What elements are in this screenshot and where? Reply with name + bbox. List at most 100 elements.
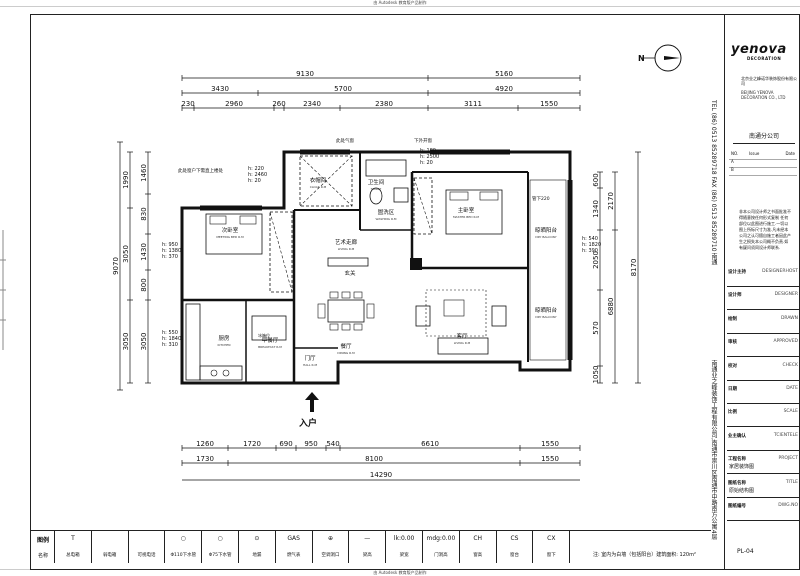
height-line: h: 370 [162, 254, 178, 260]
legend-item: 可视电话 [129, 531, 166, 563]
height-line: h: 310 [162, 342, 178, 348]
legend-label: 梁宽 [399, 553, 409, 558]
legend-symbol: ○ [180, 535, 186, 542]
height-line: h: 20 [248, 178, 261, 184]
dim-left-mid-label: 3050 [122, 333, 130, 351]
entrance-label: 入户 [298, 417, 317, 429]
title-row-key: 校对 [728, 363, 737, 369]
title-row-value: 家居装饰图 [729, 464, 755, 471]
legend-label: 窗高 [473, 553, 483, 558]
dim-top-inner-label: 3111 [464, 100, 482, 108]
copyright-note: 非本公司设计师之书面批准不得随意按任何形式复制 任何部位以此图进行施工.一切以图… [739, 209, 791, 250]
room-name-en: CLOAK R.M [310, 185, 327, 189]
legend-label: 可视电话 [137, 553, 156, 558]
title-block: yenova DECORATION 北京业之峰诺华装饰股份有限公司 BEIJIN… [724, 14, 800, 570]
legend-symbol: CX [547, 535, 556, 542]
room-name-en: TOILET [370, 187, 382, 191]
title-row-en: PROJECT [778, 456, 798, 462]
dim-top-inner-label: 2340 [303, 100, 321, 108]
svg-text:N: N [638, 54, 645, 63]
vertical-info: TEL (86) 0513 85289718 FAX (86) 0513 852… [708, 60, 722, 560]
room-name: 厨房 [218, 334, 230, 342]
legend-symbol: ○ [217, 535, 223, 542]
legend-item: ○ Φ75下水管 [202, 531, 239, 563]
dim-left-mid-label: 1990 [122, 171, 130, 189]
dim-right-inner-label: 600 [592, 173, 600, 186]
legend-label: Φ75下水管 [208, 553, 232, 558]
legend-item: ⊕空调洞口 [313, 531, 350, 563]
company-name-en: BEIJING YENOVA DECORATION CO., LTD [741, 90, 786, 100]
room-name-en: HALL R.M [303, 363, 318, 367]
legend-label: 燃气表 [286, 553, 301, 558]
room-name-en: DINING R.M [337, 351, 355, 355]
revision-header: NO. Issue Date [729, 151, 797, 160]
dim-left-inner-label: 800 [140, 278, 148, 291]
dim-top-inner-label: 1550 [540, 100, 558, 108]
legend-item: 弱电箱 [92, 531, 129, 563]
dim-bottom-inner-label: 540 [326, 440, 339, 448]
revision-issue: Issue [749, 151, 760, 156]
north-arrow-icon: N [638, 44, 682, 72]
room-name: 盥洗区 [378, 208, 395, 216]
title-row-en: TITLE [785, 479, 798, 485]
dim-bottom-inner-label: 950 [304, 440, 317, 448]
legend-item: ⊙地漏 [239, 531, 276, 563]
title-row-en: DESIGNER [774, 292, 798, 298]
room-name: 晾晒阳台 [535, 306, 558, 314]
dim-top-mid-label: 3430 [211, 85, 229, 93]
dim-left-inner-label: 830 [140, 207, 148, 220]
title-row-key: 设计主持 [728, 270, 746, 275]
legend-symbol: ⊕ [327, 535, 333, 542]
legend-label: 梁高 [362, 553, 372, 558]
height-line: h: 220 [248, 166, 264, 172]
dim-right-mid-label: 2170 [607, 192, 615, 210]
title-row-key: 审核 [728, 340, 737, 346]
title-row-key: 比例 [728, 410, 737, 416]
dim-right-mid-label: 6880 [607, 298, 615, 316]
dim-left-mid-label: 3050 [122, 245, 130, 263]
title-row-key: 日期 [728, 387, 737, 392]
height-line: h: 950 [162, 242, 178, 248]
dim-bottom-mid-label: 8100 [365, 455, 383, 463]
height-line: h: 20 [420, 160, 433, 166]
dim-bottom-total-label: 14290 [370, 471, 392, 479]
legend-symbol: — [364, 535, 371, 542]
revision-row: A [729, 159, 797, 168]
room-name: 晾晒阳台 [535, 226, 558, 234]
legend-item: — 梁高 [349, 531, 387, 563]
drawing-number: PL-04 [737, 548, 754, 555]
legend-name-label: 名称 [37, 553, 48, 559]
room-name: 次卧室 [222, 226, 239, 234]
legend-label: 弱电箱 [102, 553, 117, 558]
dim-bottom-inner-label: 1720 [243, 440, 261, 448]
title-row-en: DATE [786, 386, 798, 391]
room-name: 客厅 [456, 332, 468, 340]
room-name-en: MEETING BED R.M [216, 235, 244, 239]
room-name: 主卧室 [458, 206, 475, 214]
room-name: 玄关 [344, 269, 356, 277]
title-row-en: DWG.NO [778, 503, 798, 508]
title-row-key: 业主确认 [728, 433, 746, 439]
company-name-cn: 北京业之峰诺华装饰股份有限公司 [741, 76, 797, 86]
dim-top-mid-label: 5700 [334, 85, 352, 93]
legend-label: 地漏 [252, 553, 262, 558]
dim-bottom-inner-label: 1550 [541, 440, 559, 448]
room-name-en: DRY BALCONY [535, 235, 556, 239]
height-line: h: 1380 [162, 248, 181, 254]
dim-right-inner-label: 2050 [592, 251, 600, 269]
title-row-en: SCALE [783, 409, 798, 415]
window-note: 此处窗户下需直上楼处 [178, 167, 223, 174]
room-name: 餐厅 [340, 342, 352, 350]
walls [180, 149, 573, 412]
room-name-en: MASTER BED R.M [453, 215, 479, 219]
room-name-en: BREAKFAST R.M [258, 345, 282, 349]
